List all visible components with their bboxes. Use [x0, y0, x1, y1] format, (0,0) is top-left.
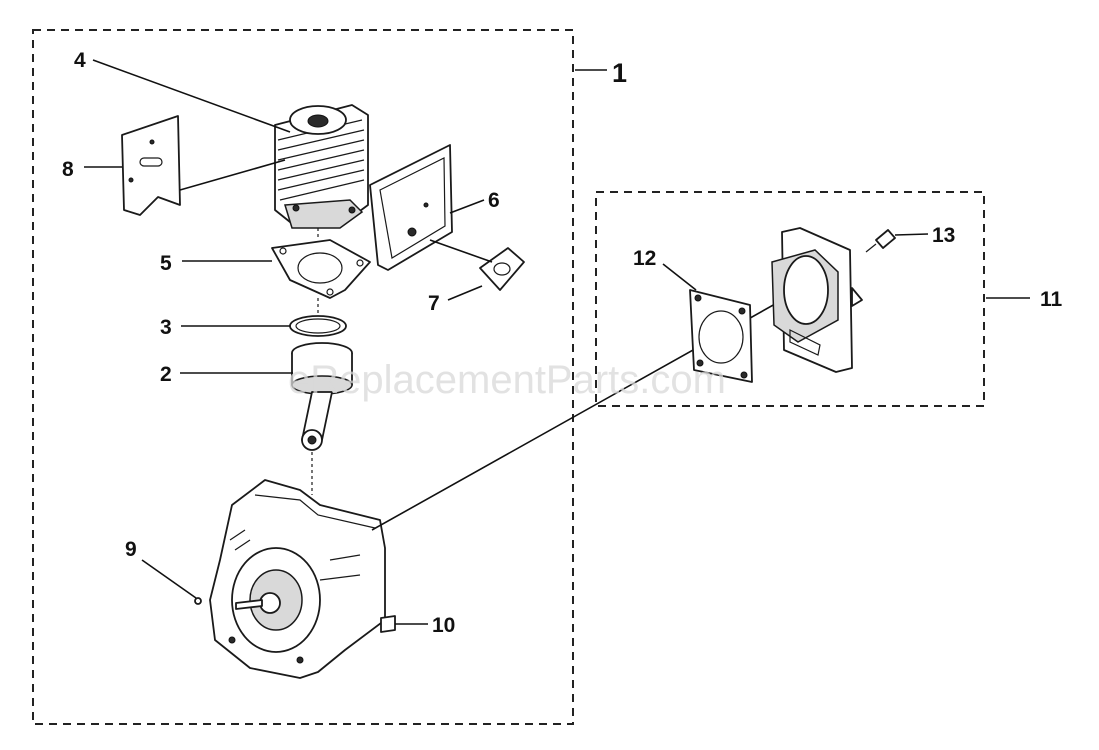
callout-11: 11 [1040, 288, 1063, 311]
callout-10: 10 [432, 614, 455, 637]
pin-9-part [194, 597, 202, 605]
callout-6: 6 [488, 189, 500, 212]
callout-7: 7 [428, 292, 440, 315]
callout-5: 5 [160, 252, 172, 275]
piston-ring-part [289, 315, 347, 337]
callout-2: 2 [160, 363, 172, 386]
callout-4: 4 [74, 49, 86, 72]
cylinder-gasket-part [369, 144, 453, 271]
assembly-1-boundary [32, 29, 574, 725]
callout-13: 13 [932, 224, 955, 247]
flange-gasket-part [271, 239, 371, 299]
crankcase-part [209, 479, 386, 679]
assembly-11-boundary [595, 191, 985, 407]
muffler-part [771, 227, 863, 373]
piston-part [291, 342, 353, 451]
small-gasket-part [479, 247, 525, 291]
callout-12: 12 [633, 247, 656, 270]
screw-13-part [865, 229, 896, 253]
callout-3: 3 [160, 316, 172, 339]
callout-8: 8 [62, 158, 74, 181]
muffler-gasket-part [689, 289, 753, 383]
heat-shield-part [121, 115, 181, 216]
callout-9: 9 [125, 538, 137, 561]
watermark-text: eReplacementParts.com [288, 358, 726, 402]
cylinder-part [274, 104, 369, 229]
callout-1: 1 [612, 58, 627, 88]
bolt-10-part [380, 615, 396, 633]
